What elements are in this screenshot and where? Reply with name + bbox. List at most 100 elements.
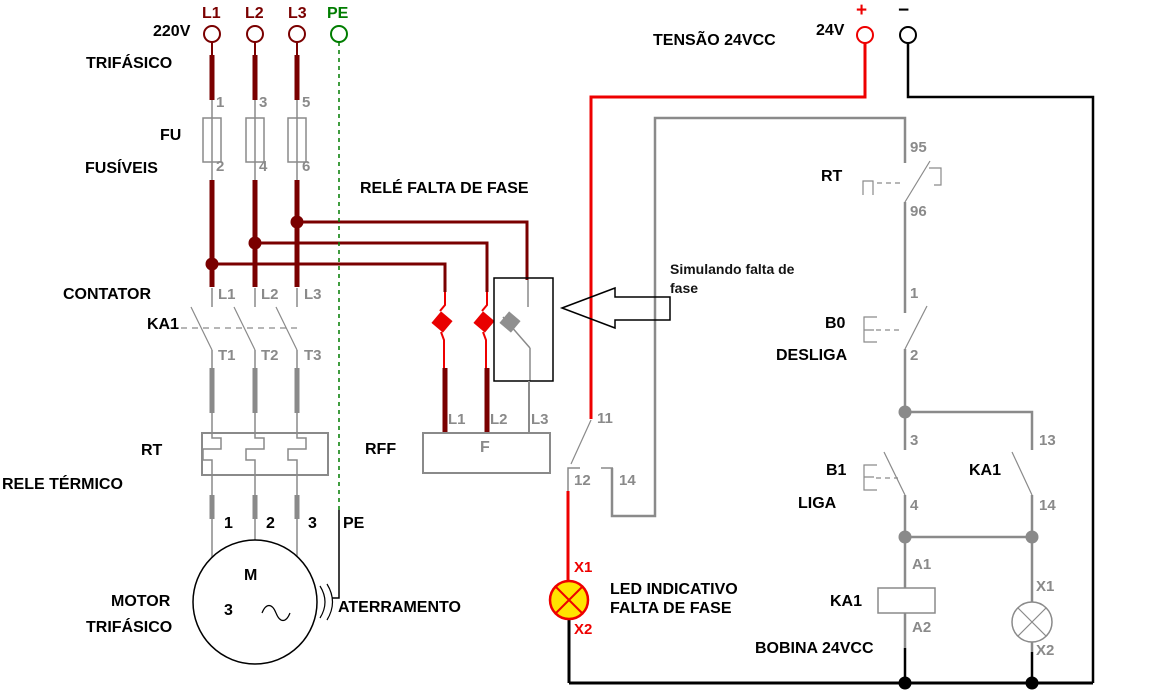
contactor-terminal-t2: T2 bbox=[261, 347, 279, 364]
label-rt-left: RT bbox=[141, 442, 163, 459]
rff-contact-lever bbox=[570, 419, 592, 465]
junction-dot bbox=[290, 215, 304, 229]
thermal-relay-rt bbox=[201, 432, 329, 575]
plus-sign: + bbox=[856, 0, 868, 21]
fuse-body bbox=[202, 117, 222, 163]
terminal-l3 bbox=[288, 25, 306, 43]
label-ka1-aux: KA1 bbox=[969, 462, 1002, 479]
label-tensao-24vcc: TENSÃO 24VCC bbox=[653, 32, 776, 49]
ka1-coil bbox=[877, 587, 936, 614]
ka1-aux-terminal-13: 13 bbox=[1039, 432, 1056, 449]
label-b0: B0 bbox=[825, 315, 846, 332]
contactor-terminal-l2: L2 bbox=[261, 286, 279, 303]
b0-terminal-1: 1 bbox=[910, 285, 919, 302]
label-aterramento: ATERRAMENTO bbox=[338, 599, 461, 616]
open-switch-highlight-box bbox=[493, 277, 554, 382]
ka1-aux-terminal-14: 14 bbox=[1039, 497, 1056, 514]
label-liga: LIGA bbox=[798, 495, 837, 512]
label-24v: 24V bbox=[816, 22, 845, 39]
label-rt-right: RT bbox=[821, 168, 843, 185]
label-fusiveis: FUSÍVEIS bbox=[85, 160, 158, 177]
closed-switch-handle bbox=[473, 311, 495, 333]
contactor-ka1-poles bbox=[170, 288, 300, 433]
lamp-terminal-x2: X2 bbox=[1036, 642, 1055, 659]
label-motor: MOTOR bbox=[111, 593, 171, 610]
label-220v: 220V bbox=[153, 23, 191, 40]
b1-lever bbox=[883, 451, 906, 496]
label-ka1-contactor: KA1 bbox=[147, 316, 180, 333]
minus-sign: − bbox=[898, 0, 910, 21]
rt-terminal-95: 95 bbox=[910, 139, 927, 156]
fuses-fu bbox=[202, 117, 307, 163]
label-rele-falta-de-fase: RELÉ FALTA DE FASE bbox=[360, 180, 529, 197]
rff-box bbox=[422, 432, 551, 474]
led-terminal-x1: X1 bbox=[574, 559, 593, 576]
gray-control-loop bbox=[610, 116, 907, 518]
rff-contact-terminal-11: 11 bbox=[597, 410, 613, 427]
rff-terminal-l2: L2 bbox=[490, 411, 508, 428]
fuse-terminal-2: 2 bbox=[216, 158, 225, 175]
label-motor-trifasico: TRIFÁSICO bbox=[86, 619, 173, 636]
label-trifasico: TRIFÁSICO bbox=[86, 55, 173, 72]
rff-block bbox=[422, 432, 551, 474]
terminal-l2 bbox=[246, 25, 264, 43]
fuse-body bbox=[287, 117, 307, 163]
label-l3: L3 bbox=[288, 5, 307, 22]
junction-dot bbox=[898, 676, 912, 690]
ground-wire bbox=[332, 510, 340, 599]
fuse-terminal-1: 1 bbox=[216, 94, 225, 111]
rff-terminal-l1: L1 bbox=[448, 411, 466, 428]
label-l1: L1 bbox=[202, 5, 221, 22]
rff-contact-terminal-14: 14 bbox=[619, 472, 636, 489]
rff-contact-terminal-12: 12 bbox=[574, 472, 591, 489]
phase-wires bbox=[205, 42, 529, 510]
heater-element bbox=[202, 433, 222, 495]
fuse-terminal-3: 3 bbox=[259, 94, 268, 111]
simulation-switches bbox=[431, 222, 554, 433]
label-pe: PE bbox=[327, 5, 349, 22]
contactor-terminal-l1: L1 bbox=[218, 286, 236, 303]
rff-f-label: F bbox=[480, 439, 490, 456]
closed-switch-handle bbox=[431, 311, 453, 333]
ground-clip-arc bbox=[319, 585, 326, 619]
heater-element bbox=[287, 433, 307, 495]
label-fu: FU bbox=[160, 127, 182, 144]
control-24v bbox=[566, 43, 1095, 690]
label-falta-de-fase: FALTA DE FASE bbox=[610, 600, 732, 617]
led-terminal-x2: X2 bbox=[574, 621, 593, 638]
rff-terminal-l3: L3 bbox=[531, 411, 549, 428]
junction-dot bbox=[248, 236, 262, 250]
annotation-simulando-line1: Simulando falta de bbox=[670, 261, 795, 277]
coil-terminal-a2: A2 bbox=[912, 619, 932, 636]
terminal-24v-plus bbox=[856, 26, 874, 44]
thermal-relay-box bbox=[201, 432, 329, 476]
annotation-simulando-line2: fase bbox=[670, 280, 699, 296]
label-ka1-coil: KA1 bbox=[830, 593, 863, 610]
open-switch-handle bbox=[499, 311, 521, 333]
minus-rail bbox=[906, 43, 1095, 683]
ka1-aux-lever bbox=[1011, 451, 1033, 496]
label-rele-termico: RELE TÉRMICO bbox=[2, 476, 123, 493]
contactor-terminal-t3: T3 bbox=[304, 347, 322, 364]
motor-terminal-3: 3 bbox=[308, 515, 317, 532]
terminal-24v-minus bbox=[899, 26, 917, 44]
lamp-terminal-x1: X1 bbox=[1036, 578, 1055, 595]
junction-dot bbox=[205, 257, 219, 271]
label-rff: RFF bbox=[365, 441, 397, 458]
rt-terminal-96: 96 bbox=[910, 203, 927, 220]
led-indicator bbox=[548, 579, 590, 621]
ground-clip-arc bbox=[326, 583, 334, 621]
b1-terminal-4: 4 bbox=[910, 497, 919, 514]
fuse-terminal-4: 4 bbox=[259, 158, 268, 175]
motor-terminal-pe: PE bbox=[343, 515, 365, 532]
motor-terminal-2: 2 bbox=[266, 515, 275, 532]
coil-terminal-a1: A1 bbox=[912, 556, 932, 573]
terminal-pe bbox=[330, 25, 348, 43]
simulation-arrow bbox=[559, 286, 671, 330]
contactor-terminal-t1: T1 bbox=[218, 347, 236, 364]
motor-terminal-1: 1 bbox=[224, 515, 233, 532]
phase-supply-terminals bbox=[203, 25, 917, 44]
motor bbox=[192, 510, 340, 665]
